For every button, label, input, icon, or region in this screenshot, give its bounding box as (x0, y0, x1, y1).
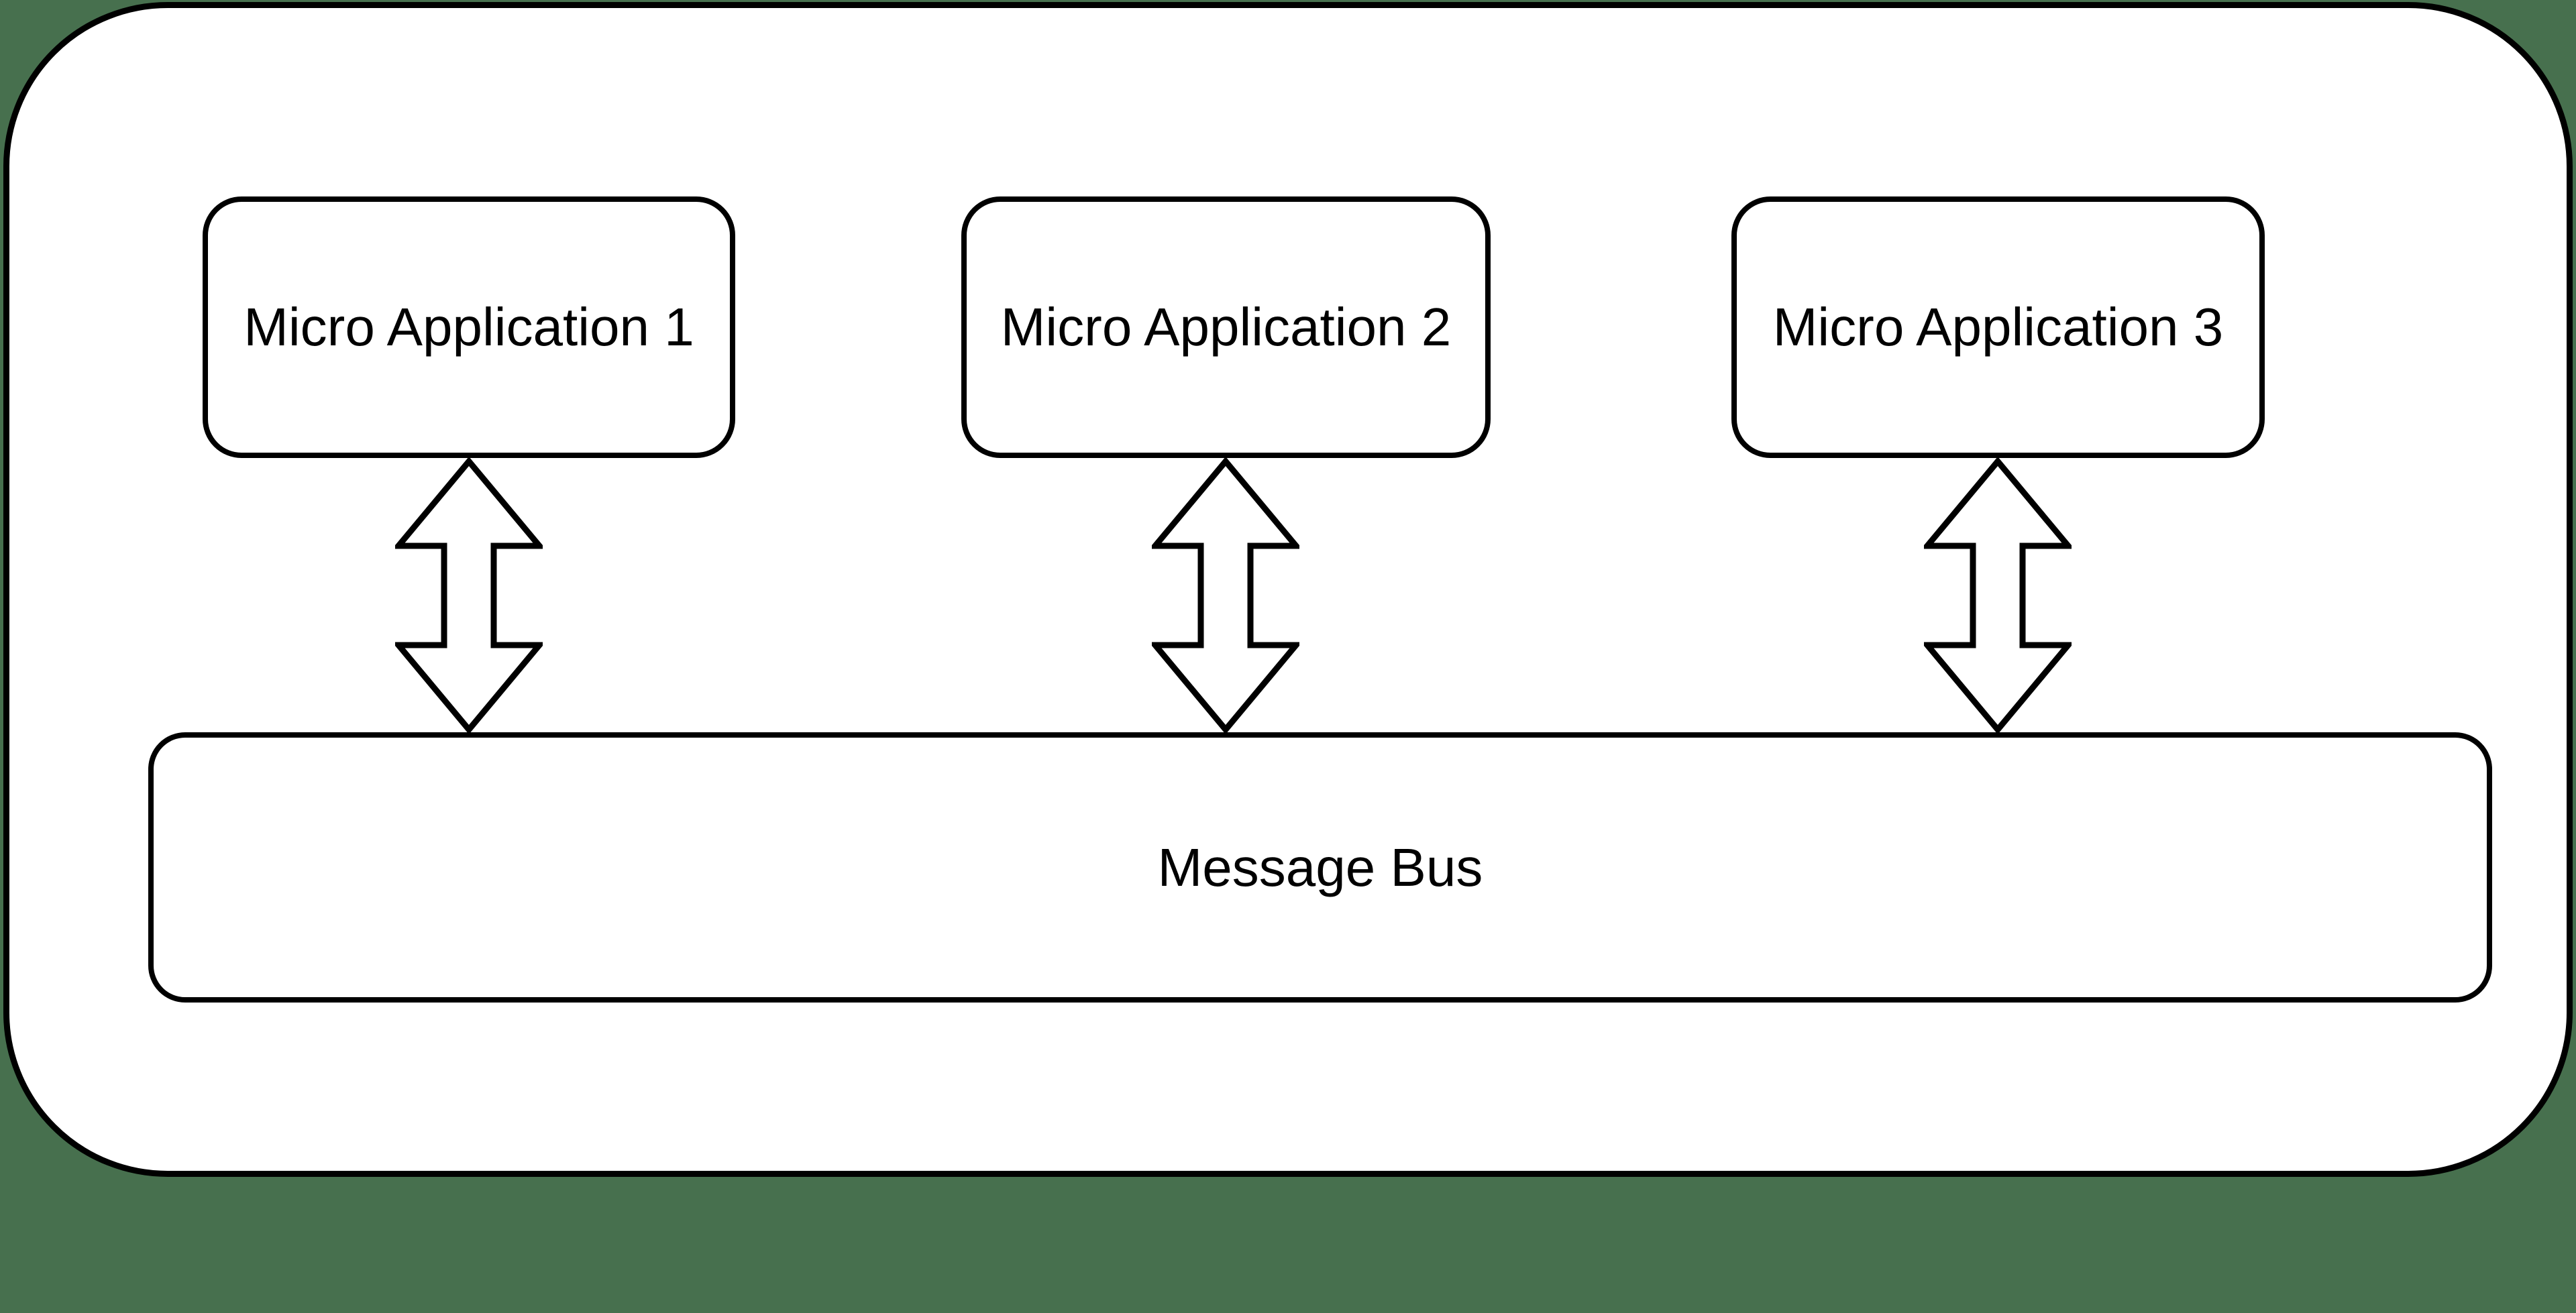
up-down-arrow-icon (1152, 457, 1299, 734)
node-micro-application-2: Micro Application 2 (961, 196, 1491, 458)
node-message-bus-label: Message Bus (1157, 837, 1483, 897)
node-message-bus: Message Bus (148, 732, 2492, 1003)
diagram-container: Micro Application 1 Micro Application 2 … (3, 2, 2573, 1177)
node-micro-application-3: Micro Application 3 (1731, 196, 2265, 458)
up-down-arrow-icon (395, 457, 543, 734)
node-micro-application-1: Micro Application 1 (203, 196, 735, 458)
up-down-arrow-icon (1924, 457, 2072, 734)
node-micro-application-3-label: Micro Application 3 (1772, 297, 2224, 357)
node-micro-application-1-label: Micro Application 1 (244, 297, 694, 357)
node-micro-application-2-label: Micro Application 2 (1000, 297, 1452, 357)
